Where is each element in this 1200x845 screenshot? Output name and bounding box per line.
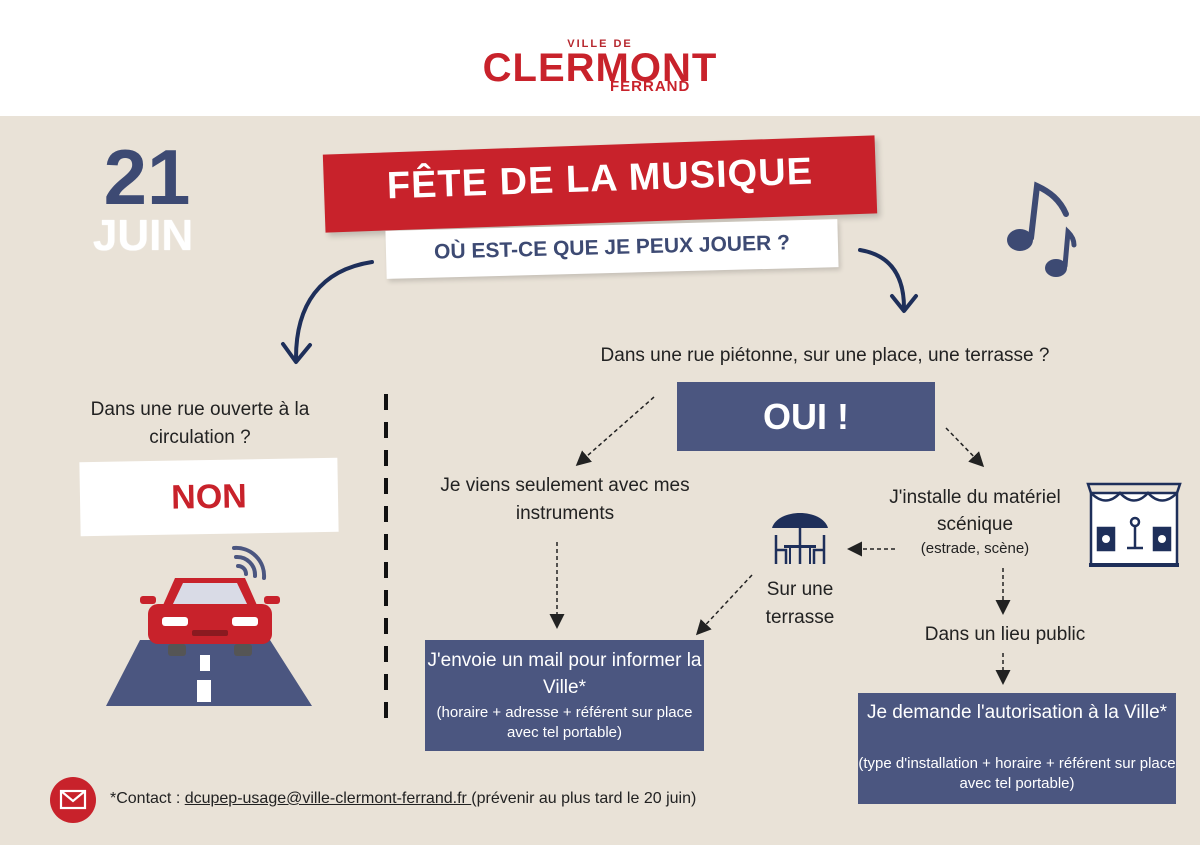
mail-info-note: (horaire + adresse + référent sur place …: [436, 704, 693, 742]
curved-arrow-right-icon: [858, 248, 906, 310]
option-instruments: Je viens seulement avec mes instruments: [440, 475, 690, 524]
logo-subtitle: FERRAND: [610, 78, 691, 95]
stage-icon: [1086, 482, 1182, 567]
road-icon: [106, 640, 312, 706]
option-public-place: Dans un lieu public: [924, 624, 1086, 645]
option-terrace: Sur une terrasse: [765, 579, 835, 628]
contact-line: *Contact : dcupep-usage@ville-clermont-f…: [110, 790, 696, 808]
flow-arrows: [549, 396, 1011, 685]
question-pedestrian-street: Dans une rue piétonne, sur une place, un…: [600, 345, 1050, 366]
mail-info-box: [425, 640, 704, 751]
authorization-note: (type d'installation + horaire + référen…: [858, 755, 1176, 793]
option-scenic: J'installe du matériel scénique: [889, 487, 1061, 535]
answer-oui-label: OUI !: [763, 396, 849, 437]
header-bar: [0, 0, 1200, 116]
option-scenic-note: (estrade, scène): [920, 540, 1030, 557]
logo-title: CLERMONT: [482, 46, 718, 90]
terrace-table-icon: [772, 513, 828, 564]
mail-icon: [59, 789, 87, 810]
logo-prefix: VILLE DE: [567, 38, 633, 50]
date-day: 21: [103, 133, 191, 221]
authorization-title: Je demande l'autorisation à la Ville*: [866, 702, 1168, 723]
date-month: JUIN: [92, 211, 194, 260]
mail-info-title: J'envoie un mail pour informer la Ville*: [427, 650, 702, 698]
question-open-street: Dans une rue ouverte à la circulation ?: [90, 399, 310, 448]
wifi-signal-icon: [232, 545, 267, 580]
contact-email-link[interactable]: dcupep-usage@ville-clermont-ferrand.fr: [184, 790, 472, 807]
music-notes-icon: [1007, 181, 1077, 277]
authorization-box: [858, 693, 1176, 804]
curved-arrow-left-icon: [294, 260, 374, 360]
answer-oui-box: [677, 382, 935, 451]
contact-prefix: *Contact :: [110, 790, 185, 807]
car-icon: [140, 578, 280, 656]
contact-suffix: (prévenir au plus tard le 20 juin): [471, 790, 697, 807]
